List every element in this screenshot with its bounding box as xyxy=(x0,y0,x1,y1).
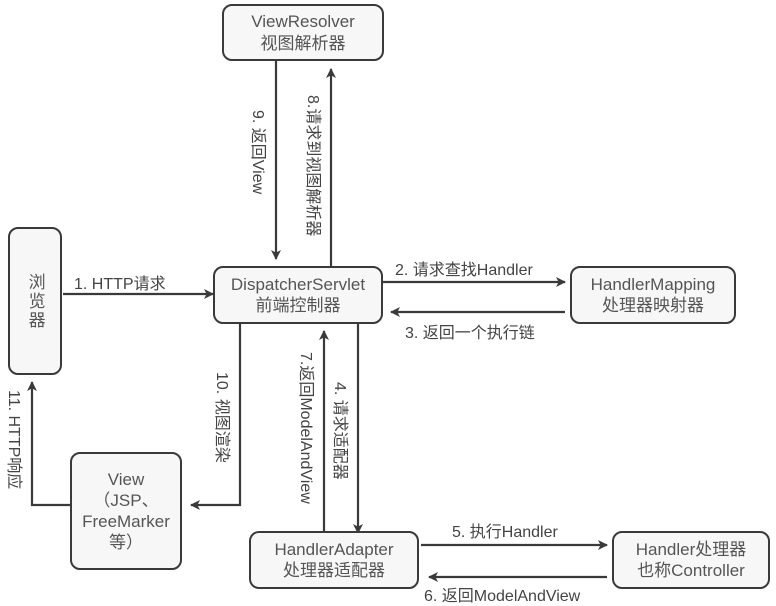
edge-label-6: 6. 返回ModelAndView xyxy=(424,588,581,605)
edge-line-11 xyxy=(27,381,70,507)
edge-label-7: 7.返回ModelAndView xyxy=(297,352,314,504)
node-handler-adapter-line1: HandlerAdapter xyxy=(274,539,394,559)
node-browser-line1: 浏览器 xyxy=(25,272,45,330)
edge-label-2: 2. 请求查找Handler xyxy=(395,262,533,279)
node-view-line4: 等） xyxy=(109,533,143,553)
node-view-resolver-line1: ViewResolver xyxy=(251,12,355,32)
node-handler-mapping[interactable]: HandlerMapping 处理器映射器 xyxy=(570,266,736,324)
edge-label-11: 11. HTTP响应 xyxy=(5,390,22,490)
node-view-resolver[interactable]: ViewResolver 视图解析器 xyxy=(222,4,384,61)
node-handler[interactable]: Handler处理器 也称Controller xyxy=(612,531,770,589)
edge-label-3: 3. 返回一个执行链 xyxy=(405,325,535,342)
node-view-resolver-line2: 视图解析器 xyxy=(260,33,346,53)
node-dispatcher-servlet-line1: DispatcherServlet xyxy=(230,274,366,294)
edge-line-10 xyxy=(190,323,242,510)
node-view[interactable]: View （JSP、 FreeMarker 等） xyxy=(70,452,182,570)
edge-label-1: 1. HTTP请求 xyxy=(74,276,166,293)
node-browser[interactable]: 浏览器 xyxy=(8,227,62,375)
edge-label-10: 10. 视图渲染 xyxy=(213,372,230,463)
edge-label-4: 4. 请求适配器 xyxy=(331,382,348,480)
node-handler-adapter-line2: 处理器适配器 xyxy=(283,561,385,580)
node-dispatcher-servlet[interactable]: DispatcherServlet 前端控制器 xyxy=(213,266,383,324)
node-handler-mapping-line2: 处理器映射器 xyxy=(602,296,704,315)
edge-label-5: 5. 执行Handler xyxy=(452,524,558,541)
edge-label-9: 9. 返回View xyxy=(249,110,266,195)
node-view-line1: View xyxy=(107,469,145,489)
node-view-line2: （JSP、 xyxy=(93,490,159,510)
node-handler-line1: Handler处理器 xyxy=(635,539,747,559)
node-dispatcher-servlet-line2: 前端控制器 xyxy=(255,296,341,315)
edge-label-8: 8.请求到视图解析器 xyxy=(304,95,321,237)
node-handler-adapter[interactable]: HandlerAdapter 处理器适配器 xyxy=(249,531,419,589)
node-view-line3: FreeMarker xyxy=(82,512,170,531)
node-handler-line2: 也称Controller xyxy=(637,561,745,580)
node-handler-mapping-line1: HandlerMapping xyxy=(590,274,716,294)
